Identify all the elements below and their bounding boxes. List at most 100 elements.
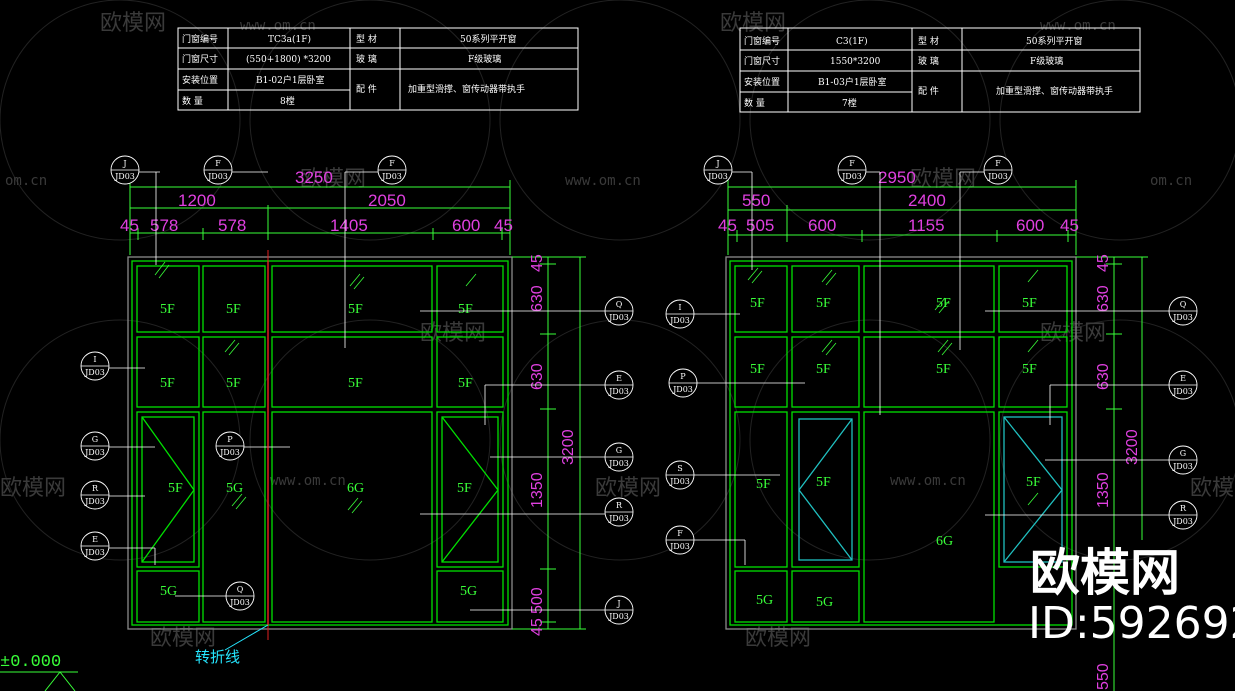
watermark-brand: 欧模网 xyxy=(100,11,166,36)
dim-label: 1350 xyxy=(529,472,546,508)
panel-label: 5F xyxy=(1022,296,1037,311)
bubble-ref: JD03 xyxy=(207,172,228,181)
dim-total: 2950 xyxy=(878,168,916,187)
panel-label: 5F xyxy=(458,302,473,317)
table-cell: 型 材 xyxy=(918,35,939,47)
panel-label: 5G xyxy=(816,595,833,610)
table-cell: 7樘 xyxy=(842,97,857,109)
panel-label: 5F xyxy=(1022,362,1037,377)
bubble-ref: JD03 xyxy=(672,385,693,394)
table-cell: 安装位置 xyxy=(182,74,218,86)
bubble-letter: E xyxy=(92,535,98,544)
dim-label: 2050 xyxy=(368,191,406,210)
table-cell: 8樘 xyxy=(280,95,295,107)
watermark-brand: 欧模网 xyxy=(1040,321,1106,346)
bubble-ref: JD03 xyxy=(987,172,1008,181)
watermark-brand: 欧模网 xyxy=(300,167,366,192)
panel-label: 5F xyxy=(348,302,363,317)
dim-label: 550 xyxy=(1095,663,1112,690)
right-right-dimensions: 3200 45 630 630 1350 550 xyxy=(1076,254,1148,691)
watermark-url: www.om.cn xyxy=(240,18,316,34)
bubble-ref: JD03 xyxy=(608,514,629,523)
bubble-letter: I xyxy=(678,303,681,312)
right-panel-labels: 5F 5F 5F 5F 5F 5F 5F 5F 5F 5F 5F 6G 5G 5… xyxy=(750,296,1041,610)
dim-label: 45 xyxy=(120,216,139,235)
dim-label: 505 xyxy=(746,216,774,235)
reference-bubble: J JD03 xyxy=(604,595,634,625)
bubble-letter: Q xyxy=(1180,300,1187,309)
table-cell: 50系列平开窗 xyxy=(1026,35,1082,47)
dim-total: 3200 xyxy=(1124,429,1141,465)
bubble-letter: Q xyxy=(237,585,244,594)
table-cell: 安装位置 xyxy=(744,76,780,88)
level-label: ±0.000 xyxy=(0,653,61,672)
bubble-ref: JD03 xyxy=(669,542,690,551)
dim-label: 500 xyxy=(529,587,546,614)
watermark-brand: 欧模网 xyxy=(595,476,661,501)
watermark-brand: 欧模网 xyxy=(1190,476,1235,501)
bubble-ref: JD03 xyxy=(1172,462,1193,471)
table-cell: C3(1F) xyxy=(836,36,868,47)
panel-label: 5F xyxy=(936,362,951,377)
dim-total: 3200 xyxy=(560,429,577,465)
panel-label: 5G xyxy=(160,584,177,599)
dim-label: 630 xyxy=(1095,363,1112,390)
dim-label: 2400 xyxy=(908,191,946,210)
reference-bubble: R JD03 xyxy=(80,480,110,510)
bubble-letter: F xyxy=(389,159,395,168)
bubble-ref: JD03 xyxy=(84,497,105,506)
bubble-letter: G xyxy=(92,435,98,444)
bubble-ref: JD03 xyxy=(707,172,728,181)
table-cell: B1-02户1层卧室 xyxy=(256,74,325,86)
bubble-ref: JD03 xyxy=(114,172,135,181)
table-cell: 门窗编号 xyxy=(744,35,780,47)
panel-label: 5F xyxy=(816,475,831,490)
bubble-ref: JD03 xyxy=(229,598,250,607)
reference-bubble: F JD03 xyxy=(983,155,1013,185)
watermark-brand-large: 欧模网 xyxy=(1030,544,1180,602)
table-cell: 数 量 xyxy=(744,97,765,109)
table-cell: (550+1800) *3200 xyxy=(246,54,331,65)
table-cell: 配 件 xyxy=(356,83,377,95)
bubble-letter: R xyxy=(92,484,99,493)
dim-label: 550 xyxy=(742,191,770,210)
dim-label: 630 xyxy=(529,363,546,390)
bubble-letter: E xyxy=(616,374,622,383)
bubble-letter: F xyxy=(995,159,1001,168)
right-hatch xyxy=(747,267,1039,506)
fold-line-label: 转折线 xyxy=(195,648,240,666)
bubble-letter: S xyxy=(677,464,682,473)
panel-label: 5F xyxy=(168,481,183,496)
bubble-letter: J xyxy=(616,599,620,608)
left-panel-labels: 5F 5F 5F 5F 5F 5F 5F 5F 5F 5G 6G 5F 5G 5… xyxy=(160,302,477,599)
reference-bubble: P JD03 xyxy=(668,368,698,398)
watermark-url: om.cn xyxy=(1150,173,1192,189)
dim-label: 578 xyxy=(218,216,246,235)
right-leaders xyxy=(692,171,1170,565)
bubble-ref: JD03 xyxy=(841,172,862,181)
bubble-letter: J xyxy=(715,159,719,168)
panel-label: 5F xyxy=(816,296,831,311)
bubble-letter: P xyxy=(680,372,686,381)
table-cell: TC3a(1F) xyxy=(268,34,311,45)
panel-label: 5F xyxy=(226,302,241,317)
dim-label: 1405 xyxy=(330,216,368,235)
panel-label: 5F xyxy=(458,376,473,391)
panel-label: 5F xyxy=(936,296,951,311)
dim-label: 1155 xyxy=(908,216,945,235)
panel-label: 6G xyxy=(936,534,953,549)
bubble-ref: JD03 xyxy=(608,387,629,396)
reference-bubble: J JD03 xyxy=(703,155,733,185)
right-top-dimensions: 2950 550 2400 45 505 600 1155 600 45 xyxy=(718,168,1079,255)
bubble-ref: JD03 xyxy=(608,612,629,621)
panel-label: 6G xyxy=(347,481,364,496)
bubble-ref: JD03 xyxy=(1172,313,1193,322)
bubble-letter: F xyxy=(849,159,855,168)
reference-bubble: E JD03 xyxy=(604,370,634,400)
panel-label: 5F xyxy=(750,362,765,377)
